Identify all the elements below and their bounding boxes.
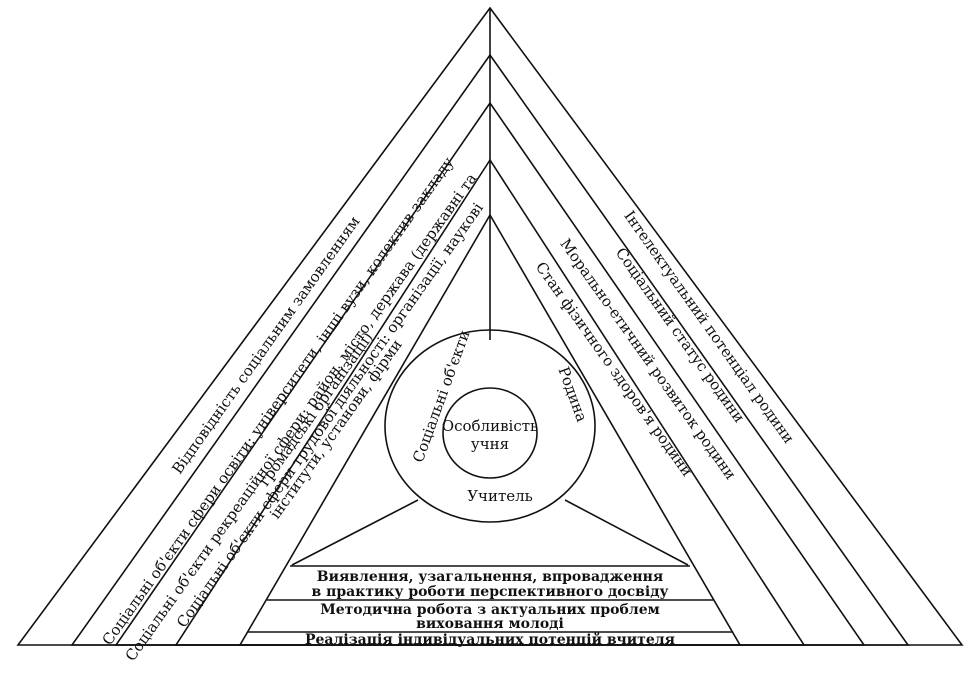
wedge-line-right	[564, 499, 689, 566]
circle-label-teacher: Учитель	[467, 487, 533, 505]
circle-label-family: Родина	[554, 364, 591, 424]
right-layer-labels: Інтелектуальний потенціал родини Соціаль…	[532, 207, 798, 483]
nested-triangles	[16, 6, 964, 646]
band-1-line-1: Виявлення, узагальнення, впровадження	[317, 569, 664, 585]
center-label-line-1: Особливість	[442, 417, 538, 435]
right-layer-label-3: Морально-етичний розвиток родини	[556, 235, 739, 483]
wedge-line-left	[291, 499, 419, 566]
center-label-line-2: учня	[471, 435, 509, 453]
inner-circle	[442, 387, 538, 479]
bottom-bands: Виявлення, узагальнення, впровадження в …	[248, 565, 732, 648]
outer-circle	[384, 329, 596, 523]
band-3-label: Реалізація індивідуальних потенцій вчите…	[305, 631, 675, 648]
circles: Особливість учня Соціальні об'єкти Родин…	[384, 328, 596, 523]
band-2-line-2: виховання молоді	[416, 616, 564, 632]
band-2-line-1: Методична робота з актуальних проблем	[320, 602, 660, 618]
triangle-inner	[238, 213, 742, 646]
inner-wedges	[291, 499, 689, 566]
band-1-line-2: в практику роботи перспективного досвіду	[312, 584, 669, 600]
